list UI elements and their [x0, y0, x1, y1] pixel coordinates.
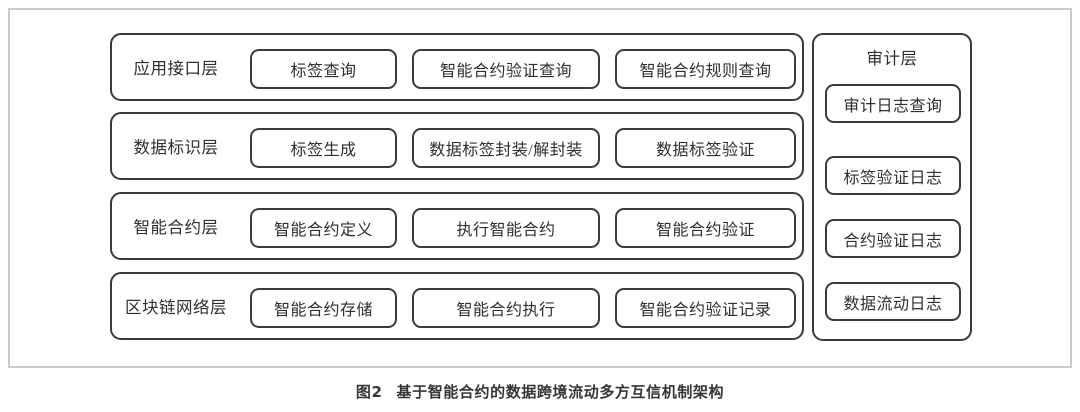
module-group: 智能合约定义 执行智能合约 智能合约验证 [240, 194, 802, 258]
audit-layer-title: 审计层 [866, 49, 918, 68]
module-box[interactable]: 智能合约验证记录 [615, 288, 796, 328]
figure-caption-number: 图2 [355, 383, 383, 401]
audit-module-box[interactable]: 数据流动日志 [825, 282, 961, 321]
layer-label: 应用接口层 [133, 59, 219, 78]
layer-stack: 应用接口层 标签查询 智能合约验证查询 智能合约规则查询 数据标识层 标签生成 … [110, 33, 804, 341]
audit-module-box[interactable]: 标签验证日志 [825, 156, 961, 195]
layer-label: 区块链网络层 [125, 298, 227, 317]
module-group: 标签生成 数据标签封装/解封装 数据标签验证 [240, 114, 802, 178]
module-box[interactable]: 数据标签验证 [615, 128, 796, 168]
module-box[interactable]: 标签生成 [250, 128, 397, 168]
module-box[interactable]: 智能合约验证 [615, 208, 796, 248]
module-box[interactable]: 智能合约存储 [250, 288, 397, 328]
module-group: 智能合约存储 智能合约执行 智能合约验证记录 [240, 274, 802, 338]
module-box[interactable]: 执行智能合约 [412, 208, 600, 248]
layer-row-blockchain-network: 区块链网络层 智能合约存储 智能合约执行 智能合约验证记录 [110, 272, 804, 340]
layer-row-application-interface: 应用接口层 标签查询 智能合约验证查询 智能合约规则查询 [110, 33, 804, 101]
layer-label: 智能合约层 [133, 218, 219, 237]
layer-label: 数据标识层 [133, 138, 219, 157]
layer-row-smart-contract: 智能合约层 智能合约定义 执行智能合约 智能合约验证 [110, 192, 804, 260]
module-box[interactable]: 智能合约验证查询 [412, 49, 600, 89]
audit-module-box[interactable]: 合约验证日志 [825, 219, 961, 258]
module-box[interactable]: 智能合约定义 [250, 208, 397, 248]
audit-module-box[interactable]: 审计日志查询 [825, 84, 961, 123]
module-box[interactable]: 数据标签封装/解封装 [412, 128, 600, 168]
figure-caption-text: 基于智能合约的数据跨境流动多方互信机制架构 [396, 383, 725, 401]
module-box[interactable]: 智能合约执行 [412, 288, 600, 328]
module-group: 标签查询 智能合约验证查询 智能合约规则查询 [240, 35, 802, 99]
module-box[interactable]: 智能合约规则查询 [615, 49, 796, 89]
layer-row-data-identification: 数据标识层 标签生成 数据标签封装/解封装 数据标签验证 [110, 112, 804, 180]
figure-caption: 图2 基于智能合约的数据跨境流动多方互信机制架构 [0, 381, 1080, 402]
module-box[interactable]: 标签查询 [250, 49, 397, 89]
audit-layer-column: 审计层 审计日志查询 标签验证日志 合约验证日志 数据流动日志 [812, 33, 972, 341]
